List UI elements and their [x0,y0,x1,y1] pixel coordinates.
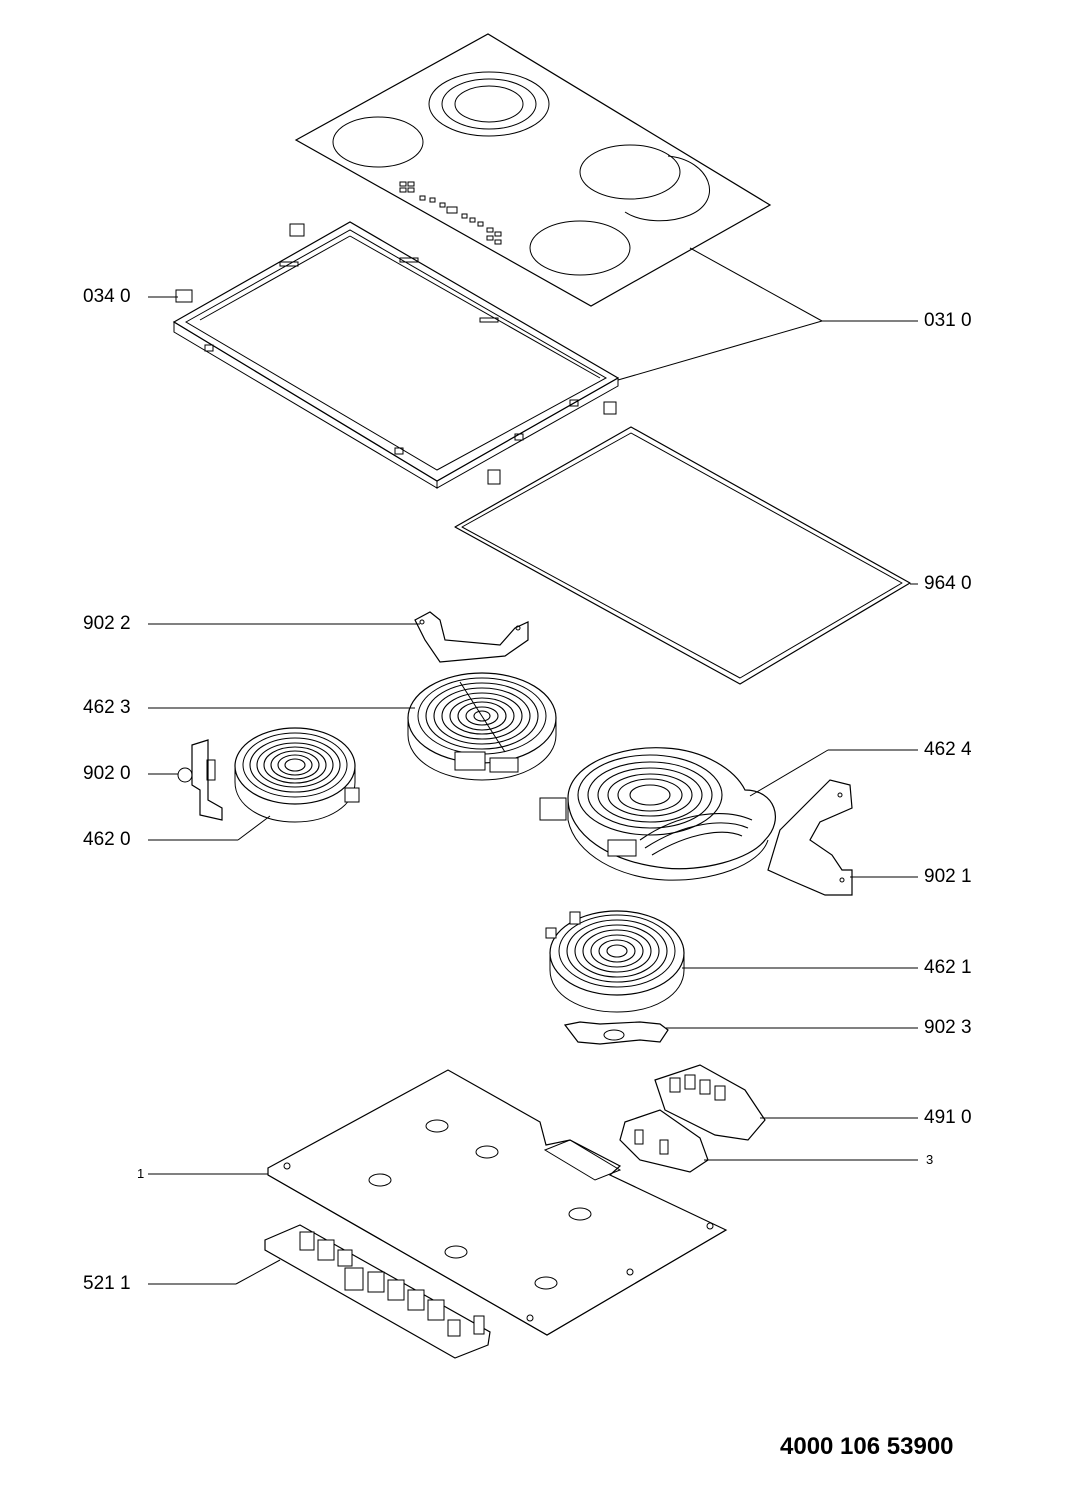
callout-462-1: 462 1 [924,957,972,978]
callout-902-2: 902 2 [83,613,131,634]
terminal-block [654,1064,766,1141]
callout-031-0: 031 0 [924,310,972,331]
radiant-element-462-0 [234,727,360,823]
callout-902-1: 902 1 [924,866,972,887]
callout-462-4: 462 4 [924,739,972,760]
ceramic-glass-top [294,33,772,307]
callout-491-0: 491 0 [924,1107,972,1128]
callout-3: 3 [926,1152,934,1167]
control-board [264,1224,491,1359]
callout-462-3: 462 3 [83,697,131,718]
gasket-seal [454,426,911,685]
radiant-element-462-1 [545,910,685,1013]
bracket-902-1 [767,779,853,896]
bracket-902-2 [414,611,529,663]
callout-902-3: 902 3 [924,1017,972,1038]
hob-frame [172,221,620,489]
callout-521-1: 521 1 [83,1273,131,1294]
callout-462-0: 462 0 [83,829,131,850]
callout-034-0: 034 0 [83,286,131,307]
diagram-reference-number: 4000 106 53900 [780,1433,954,1460]
callout-964-0: 964 0 [924,573,972,594]
cable-bracket [619,1109,709,1173]
frame-clips [175,223,617,485]
base-plate [267,1069,728,1336]
bracket-902-3 [563,1021,669,1045]
radiant-element-462-3 [407,672,557,781]
bracket-902-0 [177,739,223,821]
leader-lines [148,247,918,1285]
radiant-element-462-4 [539,747,776,881]
callout-1: 1 [137,1166,145,1181]
touch-control-symbols [399,181,502,245]
callout-902-0: 902 0 [83,763,131,784]
